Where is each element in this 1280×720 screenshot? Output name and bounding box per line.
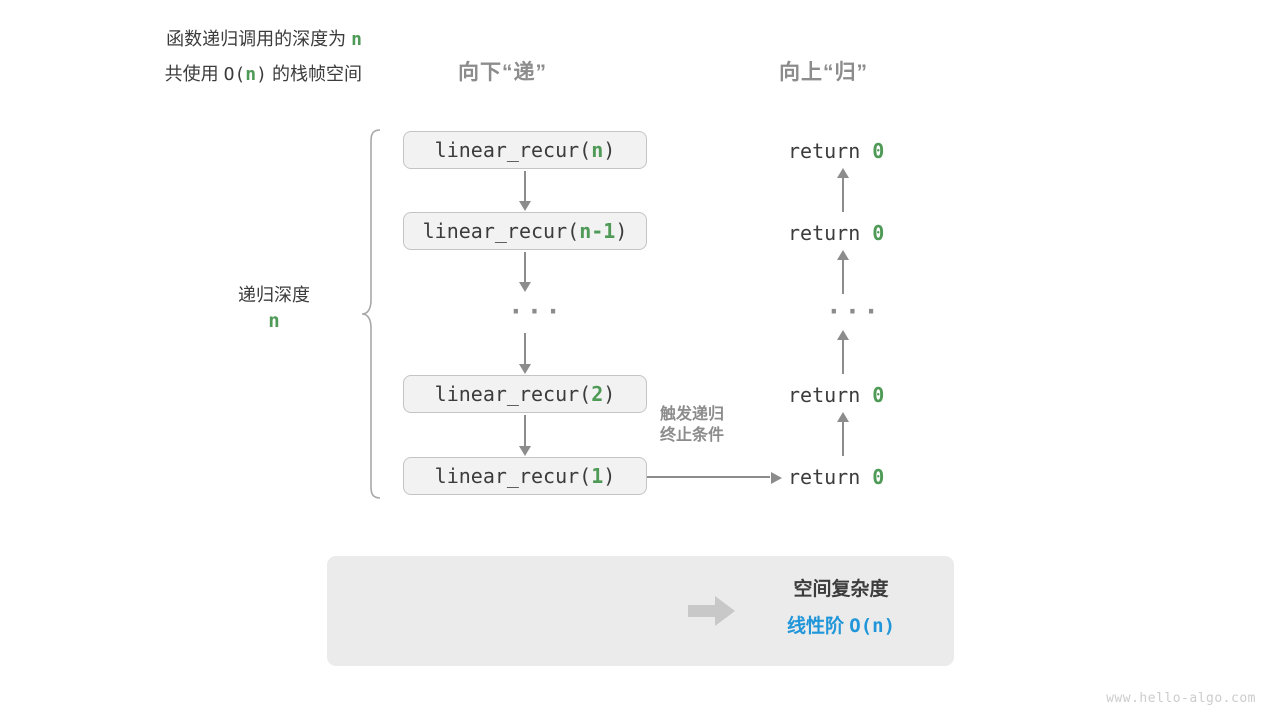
complexity-bigo: O(n) [849, 615, 896, 637]
column-header-descent: 向下“递” [458, 61, 547, 84]
call-box-suffix: ) [615, 219, 628, 243]
arrow-down-icon [516, 252, 534, 292]
call-box: linear_recur(n) [403, 131, 647, 169]
call-box: linear_recur(1) [403, 457, 647, 495]
summary-line2-text: 共使用 [164, 64, 224, 84]
return-keyword: return [788, 221, 873, 245]
ellipsis-left: ··· [508, 297, 564, 327]
summary-line2-tail: 的栈帧空间 [266, 64, 362, 84]
block-arrow-right-icon [688, 596, 735, 626]
arrow-up-icon [834, 250, 852, 294]
return-statement: return 0 [788, 139, 884, 163]
summary-line1-n: n [351, 29, 362, 50]
arrow-down-icon [516, 415, 534, 456]
call-box-prefix: linear_recur( [422, 219, 580, 243]
complexity-order-name: 线性阶 [786, 616, 850, 637]
summary-conclusion: 空间复杂度 线性阶 O(n) [746, 572, 936, 645]
call-box-prefix: linear_recur( [434, 382, 592, 406]
call-box-param: n-1 [579, 219, 616, 243]
summary-line2-bigo-open: O( [223, 64, 246, 85]
call-box-suffix: ) [603, 138, 616, 162]
return-keyword: return [788, 139, 873, 163]
summary-panel [327, 556, 954, 666]
complexity-title: 空间复杂度 [793, 579, 889, 600]
base-case-note-line1: 触发递归 [660, 406, 725, 423]
recursion-depth-brace [361, 129, 381, 499]
recursion-depth-text: 递归深度 [238, 285, 310, 305]
complexity-value: 线性阶 O(n) [746, 608, 936, 645]
recursion-depth-value: n [268, 310, 280, 332]
base-case-note-line2: 终止条件 [660, 427, 725, 444]
return-value: 0 [872, 221, 885, 245]
arrow-right-icon [647, 469, 782, 485]
call-box-param: 2 [591, 382, 604, 406]
call-box-prefix: linear_recur( [434, 138, 592, 162]
column-header-ascent: 向上“归” [779, 61, 868, 84]
call-box: linear_recur(2) [403, 375, 647, 413]
return-keyword: return [788, 465, 873, 489]
return-statement: return 0 [788, 383, 884, 407]
return-statement: return 0 [788, 221, 884, 245]
summary-line-2: 共使用 O(n) 的栈帧空间 [38, 57, 362, 92]
return-value: 0 [872, 139, 885, 163]
return-keyword: return [788, 383, 873, 407]
arrow-up-icon [834, 168, 852, 212]
summary-line2-n: n [245, 64, 257, 85]
arrow-up-icon [834, 330, 852, 374]
call-box-param: n [591, 138, 604, 162]
return-value: 0 [872, 465, 885, 489]
call-box-param: 1 [591, 464, 604, 488]
recursion-depth-label: 递归深度 n [196, 282, 352, 334]
summary-line1-text: 函数递归调用的深度为 [166, 29, 352, 49]
watermark: www.hello-algo.com [1106, 691, 1256, 706]
call-box: linear_recur(n-1) [403, 212, 647, 250]
summary-line2-bigo-close: ) [256, 64, 267, 85]
call-box-suffix: ) [603, 464, 616, 488]
base-case-note: 触发递归 终止条件 [660, 404, 724, 446]
summary-description: 函数递归调用的深度为 n 共使用 O(n) 的栈帧空间 [38, 22, 362, 92]
return-statement: return 0 [788, 465, 884, 489]
summary-line-1: 函数递归调用的深度为 n [38, 22, 362, 57]
arrow-down-icon [516, 333, 534, 374]
arrow-down-icon [516, 171, 534, 211]
call-box-suffix: ) [603, 382, 616, 406]
ellipsis-right: ··· [826, 297, 882, 327]
return-value: 0 [872, 383, 885, 407]
call-box-prefix: linear_recur( [434, 464, 592, 488]
arrow-up-icon [834, 412, 852, 456]
